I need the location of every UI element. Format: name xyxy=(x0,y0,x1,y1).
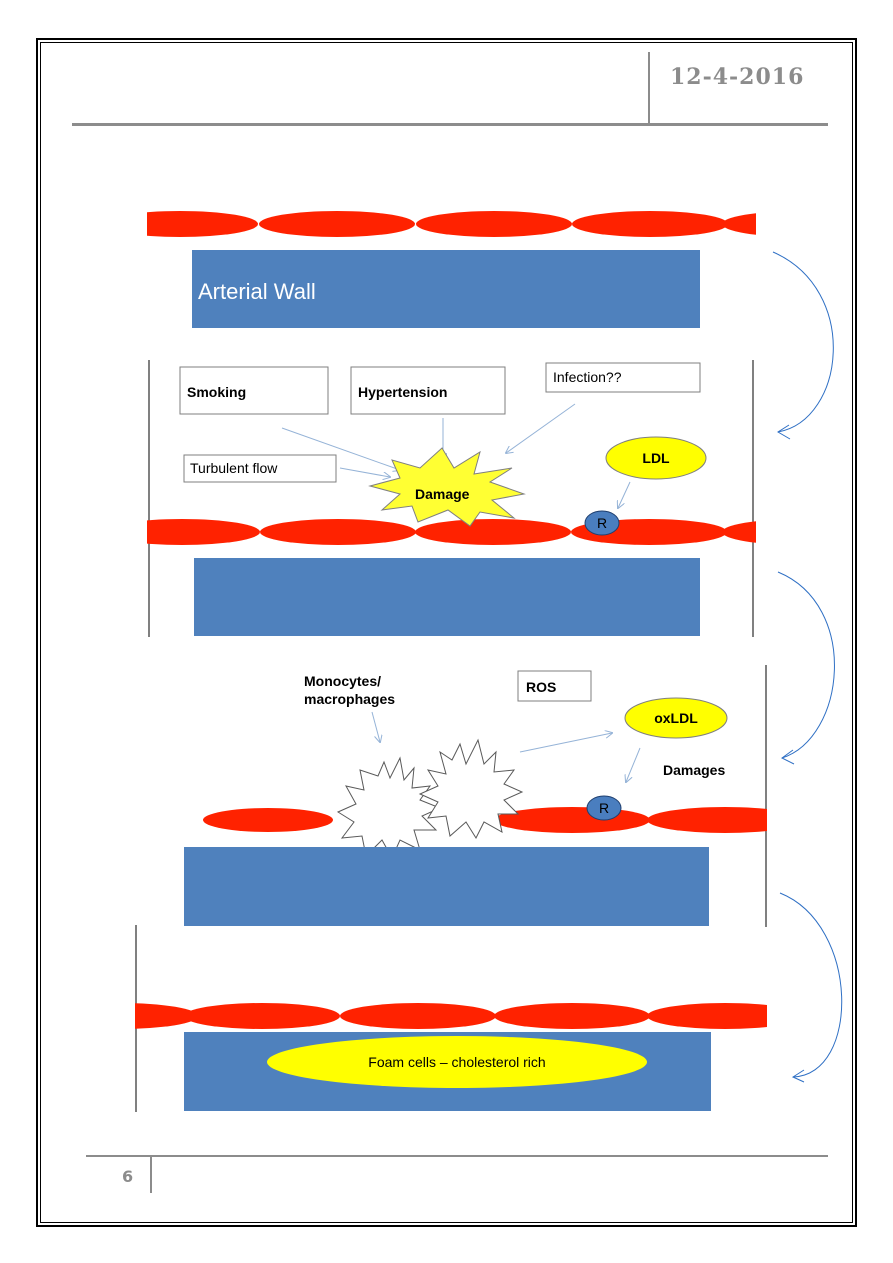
smoking-box xyxy=(179,366,329,415)
endothelial-cell xyxy=(184,1003,340,1029)
curved-arrow-1 xyxy=(772,251,834,440)
curved-arrow-2 xyxy=(777,571,835,765)
arrow-to-oxldl xyxy=(519,733,612,753)
endothelial-cell xyxy=(340,1003,496,1029)
endothelial-cell xyxy=(135,1003,198,1029)
monocytes-label-line1: Monocytes/ xyxy=(304,673,381,689)
panel-1: Arterial Wall xyxy=(147,211,756,328)
endothelial-cell xyxy=(722,213,756,235)
endothelial-cell xyxy=(147,211,258,237)
arterial-wall xyxy=(192,250,700,328)
page-border-outer xyxy=(36,38,857,1227)
panel-2: Smoking Hypertension Infection?? Turbule… xyxy=(147,360,756,637)
endothelial-cell xyxy=(147,519,260,545)
endothelial-cell xyxy=(494,1003,650,1029)
arterial-wall-label: Arterial Wall xyxy=(198,279,316,304)
foam-cells-label: Foam cells – cholesterol rich xyxy=(368,1054,545,1070)
page-number: 6 xyxy=(122,1167,134,1186)
damage-burst xyxy=(368,447,526,527)
macrophage-cell xyxy=(418,738,524,840)
endothelial-cell xyxy=(494,807,650,833)
smoking-label: Smoking xyxy=(187,384,246,400)
endothelial-cell xyxy=(722,521,756,543)
endothelial-cell xyxy=(259,211,415,237)
ldl-label: LDL xyxy=(642,450,670,466)
infection-label: Infection?? xyxy=(553,369,622,385)
damages-label: Damages xyxy=(663,762,725,778)
endothelium-row-2 xyxy=(147,519,756,545)
turbulent-flow-box xyxy=(183,454,337,483)
panel-4: Foam cells – cholesterol rich xyxy=(135,925,767,1112)
header-date: 12-4-2016 xyxy=(670,64,805,90)
ldl-ellipse xyxy=(605,436,707,480)
endothelial-cell xyxy=(416,211,572,237)
arterial-wall xyxy=(194,558,700,636)
endothelial-cell xyxy=(260,519,416,545)
receptor-icon xyxy=(584,510,620,536)
hypertension-box xyxy=(350,366,506,415)
receptor-label: R xyxy=(599,800,609,816)
foam-cells-ellipse xyxy=(267,1036,647,1088)
endothelial-cell xyxy=(647,807,767,833)
panel-3: Monocytes/ macrophages ROS oxLDL Damages… xyxy=(184,665,767,927)
oxldl-label: oxLDL xyxy=(654,710,698,726)
curved-arrow-3 xyxy=(779,892,843,1083)
header-rule xyxy=(72,123,828,126)
arterial-wall xyxy=(184,847,709,926)
page-border-inner xyxy=(40,42,853,1223)
endothelial-cell xyxy=(647,1003,767,1029)
oxldl-ellipse xyxy=(624,697,728,739)
arrow-infection xyxy=(506,403,576,453)
arrow-monocytes xyxy=(371,711,380,742)
ros-box xyxy=(517,670,592,702)
footer-rule xyxy=(86,1155,828,1157)
turbulent-flow-label: Turbulent flow xyxy=(190,460,278,476)
receptor-label: R xyxy=(597,515,607,531)
endothelial-cell xyxy=(572,211,728,237)
arrow-turbulent-flow xyxy=(339,467,390,477)
monocyte-cell xyxy=(336,756,442,860)
monocytes-label-line2: macrophages xyxy=(304,691,395,707)
endothelial-cell xyxy=(415,519,571,545)
endothelium-row-4 xyxy=(135,1003,767,1029)
damage-label: Damage xyxy=(415,486,470,502)
infection-box xyxy=(545,362,701,393)
endothelium-row-1 xyxy=(147,211,756,237)
arrow-ldl xyxy=(618,481,631,508)
endothelial-cell xyxy=(203,808,333,832)
footer-divider xyxy=(150,1155,152,1193)
arrow-smoking xyxy=(281,427,400,470)
receptor-icon xyxy=(586,795,622,821)
header-divider xyxy=(648,52,650,125)
hypertension-label: Hypertension xyxy=(358,384,447,400)
arrow-oxldl-down xyxy=(626,747,641,782)
ros-label: ROS xyxy=(526,679,556,695)
